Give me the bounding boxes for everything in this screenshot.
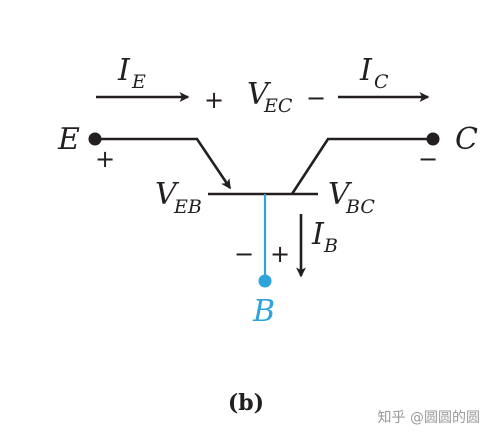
base-terminal-label: B	[252, 294, 275, 329]
emitter-current-subscript: E	[131, 71, 146, 93]
collector-current-subscript: C	[374, 71, 389, 93]
base-terminal-dot	[258, 274, 272, 288]
emitter-current-label: I E	[117, 53, 146, 93]
veb-label: V EB	[155, 177, 202, 218]
vec-minus-sign: −	[306, 84, 326, 112]
base-current-symbol: I	[311, 217, 325, 252]
collector-current-label: I C	[359, 53, 389, 93]
vec-subscript: EC	[263, 95, 293, 117]
vec-label: V EC	[247, 77, 293, 117]
veb-symbol: V	[155, 177, 180, 212]
emitter-plus-sign: +	[95, 145, 115, 173]
vec-plus-sign: +	[204, 86, 224, 114]
collector-minus-sign: −	[418, 145, 438, 173]
vbc-plus-sign: +	[270, 240, 290, 268]
veb-minus-sign: −	[234, 240, 254, 268]
base-current-label: I B	[311, 217, 338, 257]
base-current-subscript: B	[323, 235, 338, 257]
watermark-text: 知乎 @圆圆的圆	[378, 409, 480, 426]
figure-caption: (b)	[228, 390, 264, 416]
vbc-symbol: V	[328, 177, 353, 212]
collector-terminal-label: C	[455, 122, 478, 157]
emitter-lead	[95, 137, 232, 190]
collector-lead	[290, 137, 433, 195]
emitter-current-symbol: I	[117, 53, 131, 88]
vbc-label: V BC	[328, 177, 375, 218]
collector-current-symbol: I	[359, 53, 373, 88]
vbc-subscript: BC	[345, 196, 375, 218]
vec-symbol: V	[247, 77, 272, 112]
veb-subscript: EB	[173, 196, 202, 218]
emitter-terminal-label: E	[57, 122, 80, 157]
